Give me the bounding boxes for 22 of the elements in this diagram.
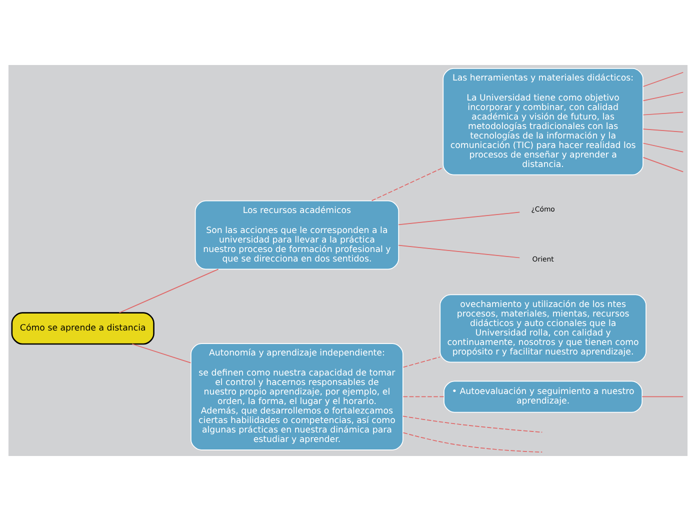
connector [642,91,684,101]
connector [642,156,684,172]
connector [402,396,444,397]
node-box: Los recursos académicos Son las acciones que le corresponden a la universidad para llevar a la práctica nuestro proceso de formación profesional y que se direcciona en dos sentidos. [194,200,400,270]
node-box: ovechamiento y utilización de los ntes procesos, materiales, mientas, recursos didácticos y auto ccionales que la Universidad rolla, con calidad y continuamente, nosotros y que tienen como propósito r y facilitar nuestro aprendizaje. [440,294,646,362]
connector [642,142,684,152]
node-box: Autonomía y aprendizaje independiente: se definen como nuestra capacidad de tomar el control y hacernos responsables de nuestro propio aprendizaje, por ejemplo, el orden, la forma, el lugar y el horario. Además, que desarrollemos o fortalezcamos ciertas habilidades o competencias, así como algunas prácticas en nuestra dinámica para estudiar y aprender. [190,342,404,450]
connector [398,211,520,225]
node-box: • Autoevaluación y seguimiento a nuestro aprendizaje. [444,380,643,412]
connector [642,396,684,397]
connector [118,268,219,313]
connector [132,343,192,363]
connector [402,356,440,368]
connector [371,166,444,201]
connector [402,415,543,432]
node-box: Cómo se aprende a distancia [11,312,154,344]
connector [642,111,684,115]
connector [642,128,684,132]
node-box: Las herramientas y materiales didácticos: La Universidad tiene como objetivo incorporar y combinar, con calidad académica y visión de futuro, las metodologías tradicionales con las tecnologías de la información y la comunicación (TIC) para hacer realidad los procesos de enseñar y aprender a distancia. [442,68,644,175]
connector [402,432,543,452]
connector [398,244,520,258]
connector [642,71,684,86]
